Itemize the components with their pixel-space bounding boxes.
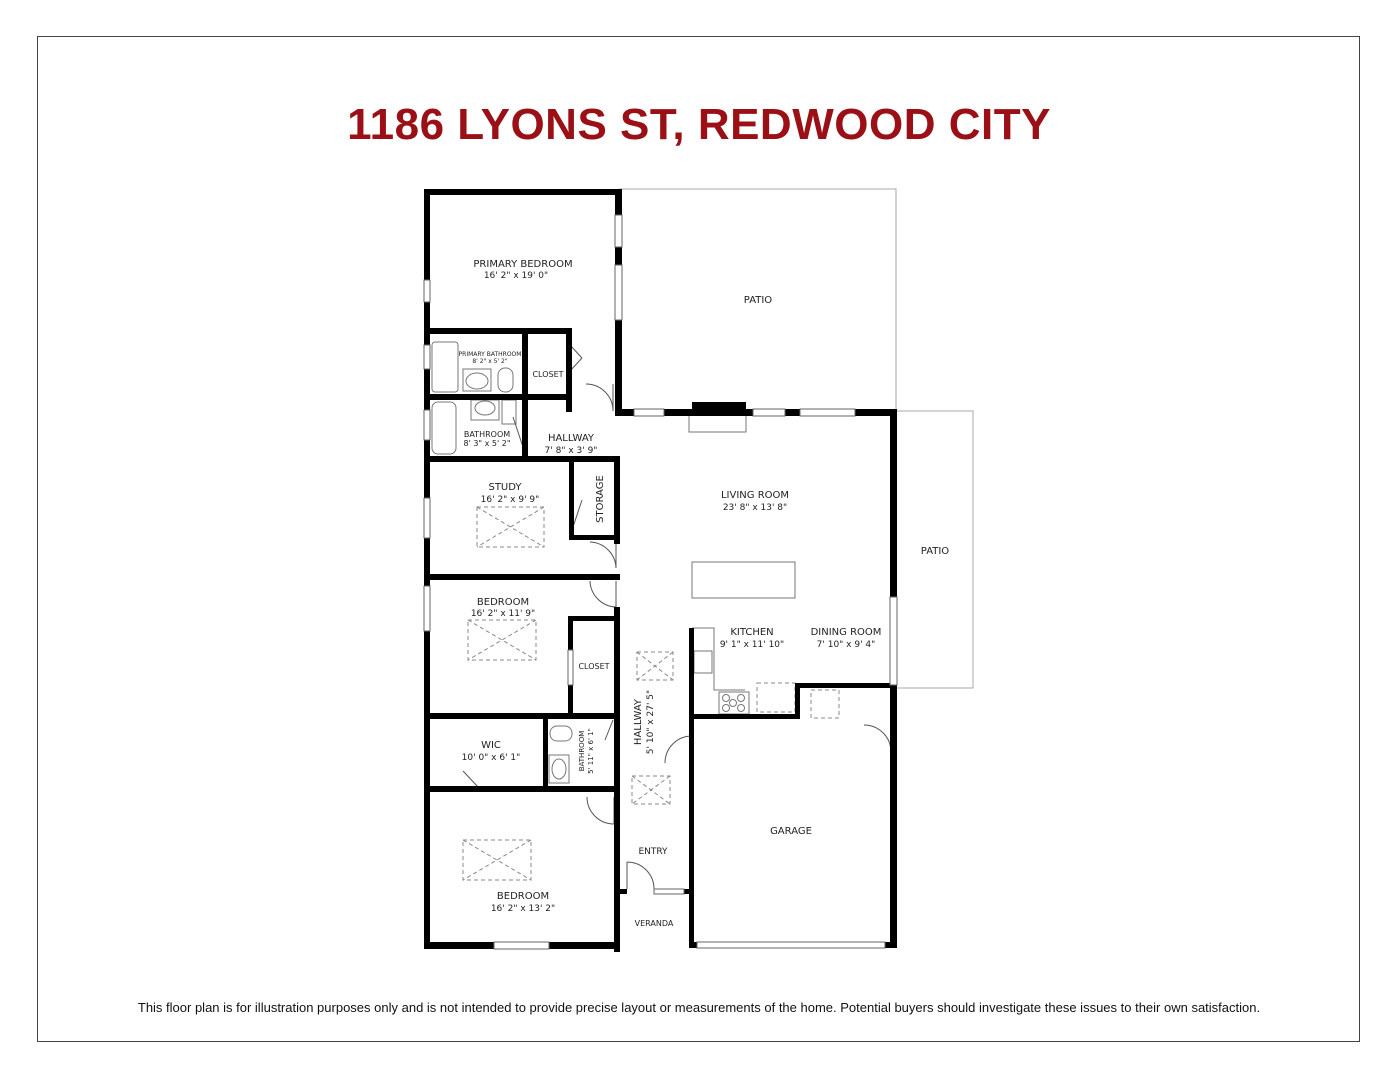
- dashed-furniture: [462, 506, 840, 881]
- bedroom-3-label: BEDROOM: [497, 891, 549, 902]
- bathroom-2-size: 5' 11" x 6' 1": [587, 728, 595, 774]
- patio-north-label: PATIO: [744, 295, 773, 306]
- bedroom-2-size: 16' 2" x 11' 9": [471, 609, 535, 619]
- study-label: STUDY: [488, 482, 522, 493]
- patio-outlines: [618, 188, 974, 689]
- bathroom-1-size: 8' 3" x 5' 2": [463, 439, 510, 448]
- primary-bedroom-label: PRIMARY BEDROOM: [473, 259, 572, 270]
- storage-label: STORAGE: [595, 475, 606, 523]
- entry-label: ENTRY: [638, 847, 668, 857]
- dining-room-label: DINING ROOM: [811, 627, 882, 638]
- page-frame: [37, 36, 1360, 1042]
- windows: [423, 214, 898, 950]
- closet-2-label: CLOSET: [578, 662, 609, 671]
- garage-label: GARAGE: [770, 826, 812, 837]
- dining-room-size: 7' 10" x 9' 4": [817, 640, 876, 650]
- property-address-title: 1186 LYONS ST, REDWOOD CITY: [347, 100, 1051, 149]
- bathroom-2-label: BATHROOM: [578, 731, 586, 772]
- hallway-2-label: HALLWAY: [633, 698, 644, 745]
- living-room-size: 23' 8" x 13' 8": [723, 503, 787, 513]
- primary-bedroom-size: 16' 2" x 19' 0": [484, 271, 548, 281]
- hallway-2-size: 5' 10" x 27' 5": [646, 690, 656, 754]
- primary-bathroom-size: 8' 2" x 5' 2": [472, 358, 508, 365]
- disclaimer-text: This floor plan is for illustration purp…: [137, 1000, 1261, 1015]
- study-size: 16' 2" x 9' 9": [481, 495, 540, 505]
- primary-bathroom-label: PRIMARY BATHROOM: [459, 351, 522, 358]
- kitchen-size: 9' 1" x 11' 10": [720, 640, 784, 650]
- room-labels: PRIMARY BEDROOM 16' 2" x 19' 0" PATIO PR…: [459, 259, 950, 928]
- wic-label: WIC: [481, 740, 501, 751]
- hallway-1-size: 7' 8" x 3' 9": [545, 446, 598, 456]
- walls: [424, 189, 897, 952]
- kitchen-label: KITCHEN: [730, 627, 773, 638]
- bedroom-2-label: BEDROOM: [477, 597, 529, 608]
- wic-size: 10' 0" x 6' 1": [462, 753, 521, 763]
- veranda-label: VERANDA: [635, 919, 674, 928]
- bedroom-3-size: 16' 2" x 13' 2": [491, 904, 555, 914]
- living-room-label: LIVING ROOM: [721, 490, 789, 501]
- patio-east-label: PATIO: [921, 546, 950, 557]
- bathroom-1-label: BATHROOM: [464, 430, 510, 439]
- hallway-1-label: HALLWAY: [548, 433, 595, 444]
- closet-primary-label: CLOSET: [532, 370, 563, 379]
